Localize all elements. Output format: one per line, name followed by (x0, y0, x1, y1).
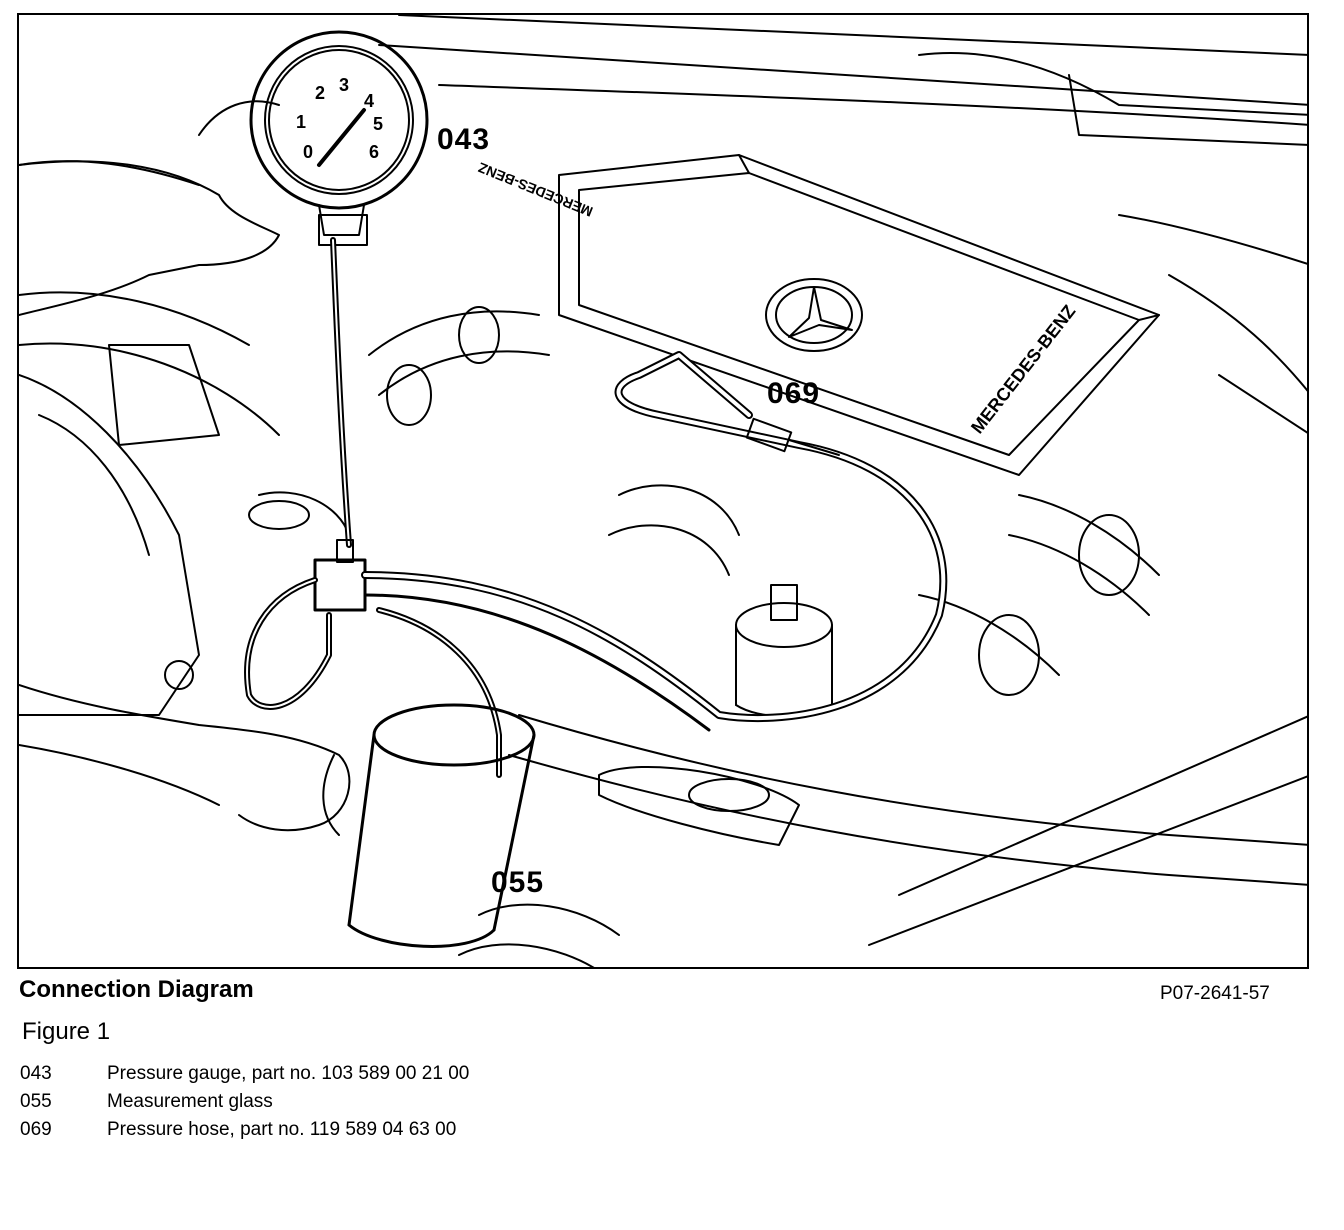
left-engine-side (19, 344, 350, 716)
return-hose (244, 577, 502, 778)
figure-label: Figure 1 (22, 1018, 111, 1045)
caption-title: Connection Diagram (19, 976, 254, 1003)
legend-text: Measurement glass (107, 1091, 273, 1112)
connection-diagram-figure: 2 3 4 1 5 6 0 (17, 13, 1309, 969)
hands (19, 100, 351, 832)
dial-numeral: 5 (373, 114, 383, 134)
engine-line-drawing: 2 3 4 1 5 6 0 (19, 15, 1307, 967)
legend-code: 055 (20, 1091, 52, 1112)
gauge-line (313, 237, 367, 612)
dial-numeral: 4 (364, 91, 374, 111)
engine-cover (558, 154, 1160, 476)
measurement-glass (322, 703, 536, 948)
legend-row: 055 Measurement glass (20, 1088, 469, 1116)
legend-text: Pressure gauge, part no. 103 589 00 21 0… (107, 1063, 470, 1084)
parts-legend: 043 Pressure gauge, part no. 103 589 00 … (20, 1060, 469, 1144)
callout-measurement-glass: 055 (491, 866, 545, 899)
filter-canister (608, 484, 833, 718)
legend-row: 043 Pressure gauge, part no. 103 589 00 … (20, 1060, 469, 1088)
dial-numeral: 1 (296, 112, 306, 132)
dial-numeral: 2 (315, 83, 325, 103)
pressure-hose-loop (361, 351, 948, 732)
front-crossmember (458, 714, 1307, 967)
dial-numeral: 3 (339, 75, 349, 95)
figure-code: P07-2641-57 (1160, 983, 1270, 1004)
legend-row: 069 Pressure hose, part no. 119 589 04 6… (20, 1116, 469, 1144)
body-outline (19, 15, 1307, 436)
dial-numeral: 6 (369, 142, 379, 162)
callout-pressure-hose: 069 (767, 377, 821, 410)
legend-text: Pressure hose, part no. 119 589 04 63 00 (107, 1119, 457, 1140)
callout-pressure-gauge: 043 (437, 123, 491, 156)
legend-code: 043 (20, 1063, 52, 1084)
pressure-gauge: 2 3 4 1 5 6 0 (249, 30, 429, 246)
legend-code: 069 (20, 1119, 52, 1140)
intake-pipes (368, 306, 1160, 696)
dial-numeral: 0 (303, 142, 313, 162)
